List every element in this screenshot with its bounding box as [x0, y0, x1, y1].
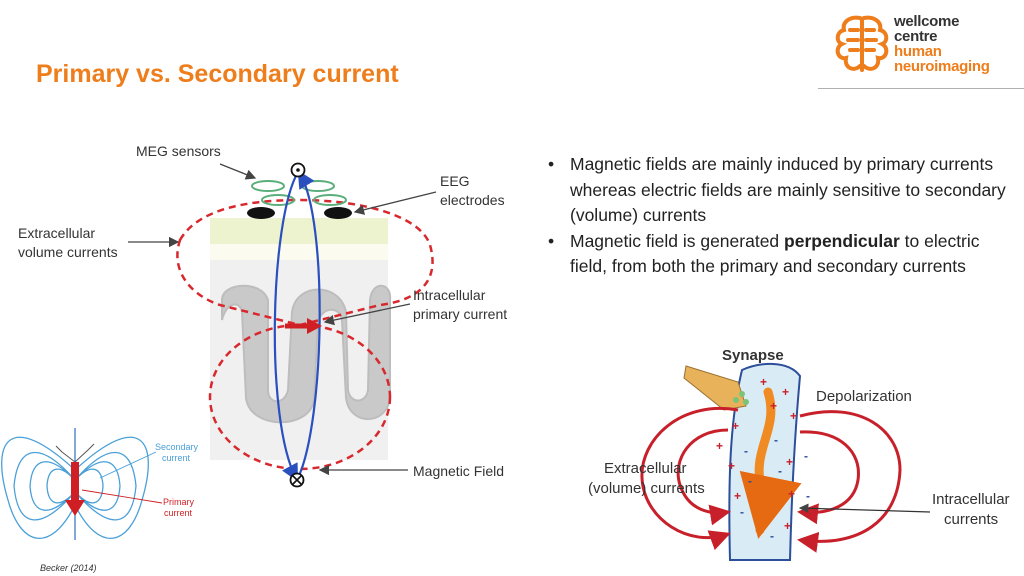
- bullet-list: • Magnetic fields are mainly induced by …: [546, 152, 1016, 280]
- field-in-symbol-cross: [292, 475, 302, 485]
- logo-line-3: human: [894, 43, 942, 60]
- svg-text:-: -: [770, 529, 774, 543]
- bullet-item-1: • Magnetic fields are mainly induced by …: [548, 154, 1006, 225]
- eeg-electrode: [324, 207, 352, 219]
- field-out-symbol-dot: [296, 168, 300, 172]
- label-secondary-2: current: [162, 453, 191, 463]
- svg-text:+: +: [782, 385, 789, 399]
- svg-text:+: +: [732, 419, 739, 433]
- svg-text:-: -: [806, 489, 810, 503]
- svg-text:+: +: [770, 399, 777, 413]
- label-syn-extracellular-1: Extracellular: [604, 460, 687, 477]
- label-primary-1: Primary: [163, 497, 194, 507]
- bullet-text-2-bold: perpendicular: [784, 230, 900, 251]
- bullet-text-2-pre: Magnetic field is generated: [570, 230, 785, 251]
- label-primary-2: current: [164, 508, 193, 518]
- scalp-layer: [210, 218, 388, 244]
- logo: wellcome centre human neuroimaging: [818, 0, 1024, 89]
- svg-text:-: -: [744, 444, 748, 458]
- skull-layer: [210, 244, 388, 260]
- meg-coil: [251, 180, 285, 192]
- magnetic-field-loop: [297, 170, 321, 479]
- label-magnetic-field: Magnetic Field: [413, 463, 504, 479]
- bullet-item-2: • Magnetic field is generated perpendicu…: [548, 230, 980, 277]
- dipole-primary-arrowhead: [65, 500, 85, 516]
- label-syn-intracellular-1: Intracellular: [932, 491, 1010, 508]
- svg-text:+: +: [716, 439, 723, 453]
- logo-line-1: wellcome: [894, 13, 960, 30]
- svg-text:-: -: [774, 433, 778, 447]
- label-intracellular-2: primary current: [413, 306, 507, 322]
- dipole-figure: [1, 428, 163, 540]
- label-extracellular-1: Extracellular: [18, 225, 95, 241]
- label-meg-sensors: MEG sensors: [136, 143, 221, 159]
- volume-current-lower-loop: [208, 323, 392, 471]
- logo-line-4: neuroimaging: [894, 58, 990, 75]
- label-depolarization: Depolarization: [816, 388, 912, 405]
- logo-text: wellcome centre human neuroimaging: [894, 14, 990, 74]
- svg-text:+: +: [712, 531, 719, 545]
- citation: Becker (2014): [40, 563, 97, 573]
- label-intracellular-1: Intracellular: [413, 287, 486, 303]
- leader-line: [353, 191, 437, 215]
- svg-text:+: +: [784, 519, 791, 533]
- label-eeg-1: EEG: [440, 173, 470, 189]
- label-syn-intracellular-2: currents: [944, 511, 998, 528]
- leader-line: [323, 303, 411, 326]
- svg-text:-: -: [804, 449, 808, 463]
- bullet-text-1: Magnetic fields are mainly induced by pr…: [570, 154, 1006, 225]
- synapse-figure: + + + + + + + + + + + + - - - - - - - -: [640, 362, 931, 561]
- meg-coil: [313, 194, 347, 206]
- label-synapse: Synapse: [722, 347, 784, 364]
- leader-line: [219, 163, 257, 180]
- brain-icon: [835, 15, 889, 72]
- logo-line-2: centre: [894, 28, 938, 45]
- svg-text:+: +: [760, 375, 767, 389]
- svg-text:-: -: [748, 474, 752, 488]
- gyri-shape: [221, 284, 392, 424]
- primary-current-arrowhead: [307, 318, 322, 334]
- label-extracellular-2: volume currents: [18, 244, 118, 260]
- synapse-terminal: [683, 365, 747, 411]
- slide-title: Primary vs. Secondary current: [36, 60, 399, 88]
- meg-coil: [261, 194, 295, 206]
- svg-text:+: +: [728, 459, 735, 473]
- dipole-primary-arrow: [71, 462, 79, 502]
- svg-text:+: +: [734, 489, 741, 503]
- svg-text:+: +: [786, 455, 793, 469]
- label-syn-extracellular-2: (volume) currents: [588, 480, 705, 497]
- svg-text:-: -: [740, 505, 744, 519]
- svg-text:+: +: [788, 487, 795, 501]
- bullet-text-2-post: to electric field, from both the primary…: [570, 230, 980, 277]
- label-eeg-2: electrodes: [440, 192, 505, 208]
- intracellular-current: [739, 387, 802, 539]
- eeg-electrode: [247, 207, 275, 219]
- svg-text:+: +: [790, 409, 797, 423]
- svg-text:-: -: [778, 464, 782, 478]
- magnetic-field-loop: [273, 171, 299, 482]
- label-secondary-1: Secondary: [155, 442, 199, 452]
